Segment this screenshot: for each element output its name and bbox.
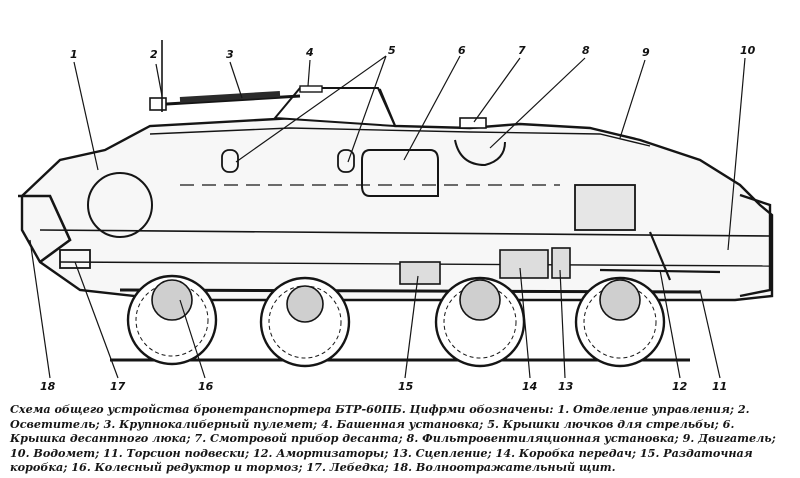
legend-item: 12. Амортизаторы; <box>252 445 389 460</box>
leader-lines <box>29 55 746 379</box>
caption-intro: Цифрми обозначены: <box>409 402 554 416</box>
callout-8: 8 <box>582 44 590 57</box>
water-jet <box>739 193 772 298</box>
legend-item: 1. Отделение управления; <box>557 402 734 416</box>
legend-item: 14. Коробка передач; <box>495 445 636 460</box>
legend-item: 13. Сцепление; <box>392 445 492 460</box>
callout-1: 1 <box>70 48 78 61</box>
hull-belt-line <box>39 229 771 237</box>
legend-item: 6. Крышка десантного люка; <box>10 416 735 446</box>
legend-item: 7. Смотровой прибор десанта; <box>194 431 403 446</box>
legend-item: 11. Торсион подвески; <box>103 445 250 460</box>
upper-deck <box>149 127 651 147</box>
wheel-4 <box>574 276 666 368</box>
callout-6: 6 <box>458 44 466 57</box>
btr-60pb-schematic: 1 2 3 4 5 6 7 8 9 10 11 12 13 14 15 16 1… <box>18 40 774 393</box>
legend-item: 17. Лебедка; <box>306 460 389 475</box>
wheel-3 <box>434 276 526 368</box>
legend-item: 10. Водомет; <box>10 445 100 460</box>
clutch <box>551 247 571 279</box>
gearbox <box>499 249 549 279</box>
callout-18: 18 <box>40 380 56 393</box>
legend-item: 9. Двигатель; <box>682 431 776 446</box>
wheel-2 <box>259 276 351 368</box>
callout-16: 16 <box>198 380 214 393</box>
callout-15: 15 <box>398 380 414 393</box>
callout-4: 4 <box>305 46 314 59</box>
engine-block <box>574 184 636 231</box>
winch <box>59 249 91 269</box>
firing-port-cover-2 <box>337 149 355 173</box>
wheel-1 <box>126 274 218 366</box>
legend-item: 18. Волноотражательный щит. <box>392 460 616 475</box>
callout-13: 13 <box>558 380 574 393</box>
callout-3: 3 <box>226 48 234 61</box>
callout-10: 10 <box>740 44 756 57</box>
legend-item: 5. Крышки лючков для стрельбы; <box>487 416 719 431</box>
legend-item: 15. Раздаточная коробка; <box>10 445 753 475</box>
front-compartment-detail <box>87 172 153 238</box>
figure-caption: Схема общего устройства бронетранспортер… <box>10 402 792 475</box>
machine-gun-barrel <box>149 94 301 107</box>
callout-2: 2 <box>150 48 158 61</box>
legend-item: 3. Крупнокалиберный пулемет; <box>103 416 318 431</box>
legend-item: 4. Башенная установка; <box>321 416 484 431</box>
shock-absorber <box>648 231 672 281</box>
callout-17: 17 <box>110 380 126 393</box>
callout-7: 7 <box>518 44 526 57</box>
callout-9: 9 <box>642 46 650 59</box>
searchlight <box>149 97 167 111</box>
callout-11: 11 <box>712 380 727 393</box>
turret-hatch <box>299 85 323 93</box>
callout-12: 12 <box>672 380 688 393</box>
legend-item: 2. Осветитель; <box>10 402 750 431</box>
machine-gun-body <box>179 91 281 103</box>
legend-item: 16. Колесный редуктор и тормоз; <box>71 460 303 475</box>
legend-item: 8. Фильтровентиляционная установка; <box>406 431 679 446</box>
callout-14: 14 <box>522 380 537 393</box>
ventilation-unit <box>454 139 506 167</box>
troop-hatch-cover <box>361 149 439 197</box>
wave-shield <box>18 194 72 264</box>
caption-title: Схема общего устройства бронетранспортер… <box>10 402 406 416</box>
transfer-case <box>399 261 441 285</box>
callout-5: 5 <box>388 44 396 57</box>
troop-periscope <box>459 117 487 129</box>
